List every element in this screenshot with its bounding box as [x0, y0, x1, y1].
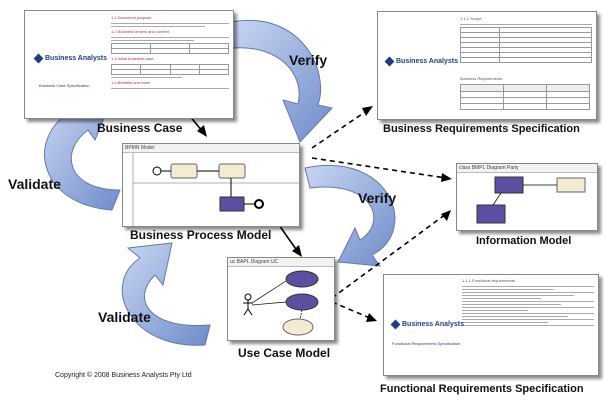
validate-bottom-arrow	[121, 242, 211, 346]
class-shape	[476, 204, 506, 224]
frs-label: Functional Requirements Specification	[380, 383, 584, 395]
bpm-label: Business Process Model	[130, 228, 272, 242]
validate-bottom-label: Validate	[98, 309, 151, 325]
validate-top-label: Validate	[8, 176, 61, 192]
frs-logo: Business Analysts	[390, 319, 464, 330]
use-case-diagram	[243, 270, 319, 336]
information-model-diagram	[476, 176, 586, 224]
brs-logo-text: Business Analysts	[396, 58, 458, 65]
brs-label: Business Requirements Specification	[383, 123, 580, 135]
verify-top-arrow	[231, 19, 333, 143]
business-case-text-lines: 1.1 Document purpose 1.2 Business driver…	[110, 15, 230, 91]
verify-mid-label: Verify	[358, 190, 397, 206]
business-case-subtitle: Business Case Specification	[39, 83, 90, 88]
business-case-logo-text: Business Analysts	[45, 55, 107, 62]
information-model-window: class BMPL Diagram Party	[456, 163, 598, 231]
frs-logo-text: Business Analysts	[402, 321, 464, 328]
use-case-window: uc BAPL Diagram UC	[227, 257, 335, 341]
task-shape	[218, 163, 246, 179]
actor-icon	[244, 293, 252, 301]
verify-top-label: Verify	[289, 52, 328, 68]
use-case-ellipse	[282, 318, 314, 336]
brs-logo: Business Analysts	[384, 56, 458, 67]
class-shape	[494, 176, 524, 194]
frs-text-lines: 1.1.1 Functional requirements	[462, 278, 594, 328]
brs-section-title: Business Requirements	[460, 76, 503, 81]
brs-requirements-table	[460, 84, 590, 110]
frs-document: 1.1.1 Functional requirements Business A…	[383, 274, 599, 376]
task-shape	[170, 163, 198, 179]
brs-document: 1.1.1 Scope Business Analysts Business R…	[377, 11, 597, 120]
logo-mark-icon	[384, 56, 395, 67]
verify-mid-arrow	[304, 165, 396, 267]
use-case-label: Use Case Model	[238, 346, 331, 360]
copyright-text: Copyright © 2008 Business Analysts Pty L…	[55, 372, 192, 379]
task-shape	[219, 196, 245, 212]
brs-text-lines: 1.1.1 Scope	[459, 16, 592, 65]
business-case-document: 1.1 Document purpose 1.2 Business driver…	[24, 10, 234, 119]
logo-mark-icon	[390, 319, 401, 330]
use-case-ellipse	[285, 270, 319, 288]
frs-subtitle: Functional Requirements Specification	[392, 341, 461, 346]
start-event-icon	[152, 166, 162, 176]
bpm-window: BPMN Model	[122, 143, 300, 227]
information-model-label: Information Model	[476, 235, 572, 247]
business-case-logo: Business Analysts	[33, 53, 107, 64]
bpm-window-title: BPMN Model	[123, 144, 299, 153]
end-event-icon	[254, 199, 264, 209]
business-case-label: Business Case	[97, 121, 183, 135]
class-shape	[556, 177, 586, 193]
information-model-window-title: class BMPL Diagram Party	[457, 164, 597, 173]
logo-mark-icon	[33, 53, 44, 64]
bpm-diagram	[132, 153, 299, 226]
use-case-window-title: uc BAPL Diagram UC	[228, 258, 334, 267]
use-case-ellipse	[285, 293, 319, 311]
